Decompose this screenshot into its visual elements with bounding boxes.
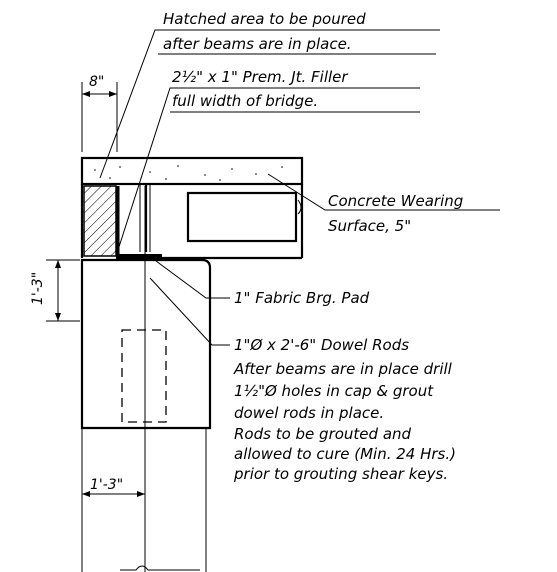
- wearing-surface-bracket: [297, 199, 302, 215]
- dowel-hole: [121, 329, 167, 423]
- note-hatched-line1: Hatched area to be poured: [163, 10, 366, 28]
- bearing-pad: [116, 254, 162, 259]
- note-hatched-line2: after beams are in place.: [163, 35, 352, 53]
- dim-side-height: [46, 259, 80, 322]
- hatched-pour-area: [83, 185, 117, 257]
- note-pad: 1" Fabric Brg. Pad: [234, 289, 370, 307]
- break-line: [120, 565, 200, 571]
- leader-lines: [99, 29, 500, 346]
- note-dowel-line2: 1½"Ø holes in cap & grout: [234, 382, 434, 400]
- deck-slab: [80, 156, 304, 186]
- note-dowel-title: 1"Ø x 2'-6" Dowel Rods: [234, 336, 409, 354]
- dim-bottom-width: [82, 491, 145, 497]
- dim-side-height-label: 1'-3": [30, 272, 46, 305]
- dim-top-width-label: 8": [89, 74, 104, 90]
- note-filler-line2: full width of bridge.: [172, 92, 318, 110]
- note-wearing-line1: Concrete Wearing: [328, 192, 463, 210]
- note-wearing-line2: Surface, 5": [328, 217, 411, 235]
- note-filler-line1: 2½" x 1" Prem. Jt. Filler: [172, 68, 348, 86]
- beam-void: [186, 191, 298, 243]
- note-dowel-line6: prior to grouting shear keys.: [233, 465, 448, 483]
- dim-bottom-width-label: 1'-3": [90, 477, 123, 493]
- note-dowel-line1: After beams are in place drill: [233, 360, 453, 378]
- pier-cap: [80, 258, 212, 430]
- note-dowel-line4: Rods to be grouted and: [234, 425, 412, 443]
- note-dowel-line3: dowel rods in place.: [234, 404, 384, 422]
- slab-stipple: [94, 165, 283, 181]
- note-dowel-line5: allowed to cure (Min. 24 Hrs.): [234, 445, 456, 463]
- dim-top-width: [81, 82, 118, 152]
